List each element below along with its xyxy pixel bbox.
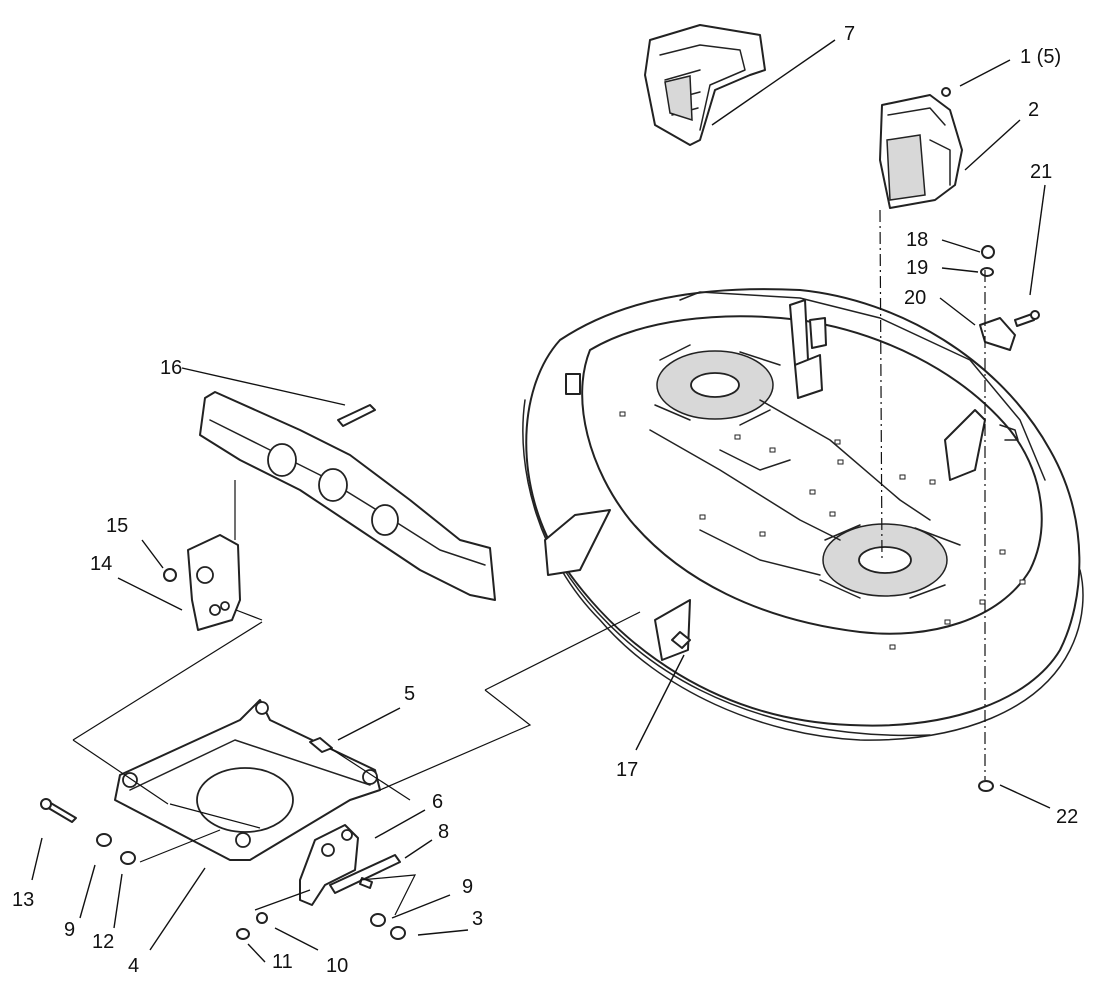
callout-10: 10 bbox=[326, 955, 348, 977]
callout-18: 18 bbox=[906, 229, 928, 251]
callout-1: 1 (5) bbox=[1020, 46, 1061, 68]
washer-9a bbox=[96, 833, 112, 847]
fitting-21 bbox=[1014, 313, 1035, 327]
callout-9b: 9 bbox=[462, 876, 473, 898]
callout-6: 6 bbox=[432, 791, 443, 813]
nut-18 bbox=[981, 245, 995, 259]
callout-20: 20 bbox=[904, 287, 926, 309]
callout-7: 7 bbox=[844, 23, 855, 45]
callout-4: 4 bbox=[128, 955, 139, 977]
nut-17 bbox=[671, 631, 691, 649]
callout-13: 13 bbox=[12, 889, 34, 911]
fasteners bbox=[40, 245, 1040, 940]
callout-9a: 9 bbox=[64, 919, 75, 941]
callout-leaders bbox=[31, 39, 1051, 963]
pulley-cover-left bbox=[644, 24, 766, 146]
callout-15: 15 bbox=[106, 515, 128, 537]
callout-16: 16 bbox=[160, 357, 182, 379]
nut-11 bbox=[236, 928, 250, 940]
washer-9b bbox=[370, 913, 386, 927]
callout-12: 12 bbox=[92, 931, 114, 953]
callout-17: 17 bbox=[616, 759, 638, 781]
callout-2: 2 bbox=[1028, 99, 1039, 121]
callout-5: 5 bbox=[404, 683, 415, 705]
bracket-6 bbox=[299, 824, 401, 906]
washer-19 bbox=[980, 267, 994, 277]
callout-3: 3 bbox=[472, 908, 483, 930]
bolt-22 bbox=[978, 780, 994, 792]
bracket-14 bbox=[187, 534, 241, 631]
bolt-5 bbox=[309, 737, 333, 753]
pulley-cover-right bbox=[879, 87, 963, 209]
callout-14: 14 bbox=[90, 553, 112, 575]
nut-15 bbox=[163, 568, 177, 582]
callout-8: 8 bbox=[438, 821, 449, 843]
callout-labels: 1 (5) 2 3 4 5 6 7 8 9 9 10 11 12 13 14 1… bbox=[12, 23, 1078, 977]
nut-3 bbox=[390, 926, 406, 940]
callout-19: 19 bbox=[906, 257, 928, 279]
assembly-lines bbox=[72, 209, 986, 916]
callout-11: 11 bbox=[272, 951, 293, 973]
nut-12 bbox=[120, 851, 136, 865]
pin-8 bbox=[359, 877, 373, 889]
washer-10 bbox=[256, 912, 268, 924]
mower-deck-housing bbox=[522, 288, 1084, 741]
deck-mounting-bar bbox=[199, 391, 496, 601]
callout-21: 21 bbox=[1030, 161, 1052, 183]
callout-22: 22 bbox=[1056, 806, 1078, 828]
bracket-20 bbox=[979, 317, 1016, 351]
